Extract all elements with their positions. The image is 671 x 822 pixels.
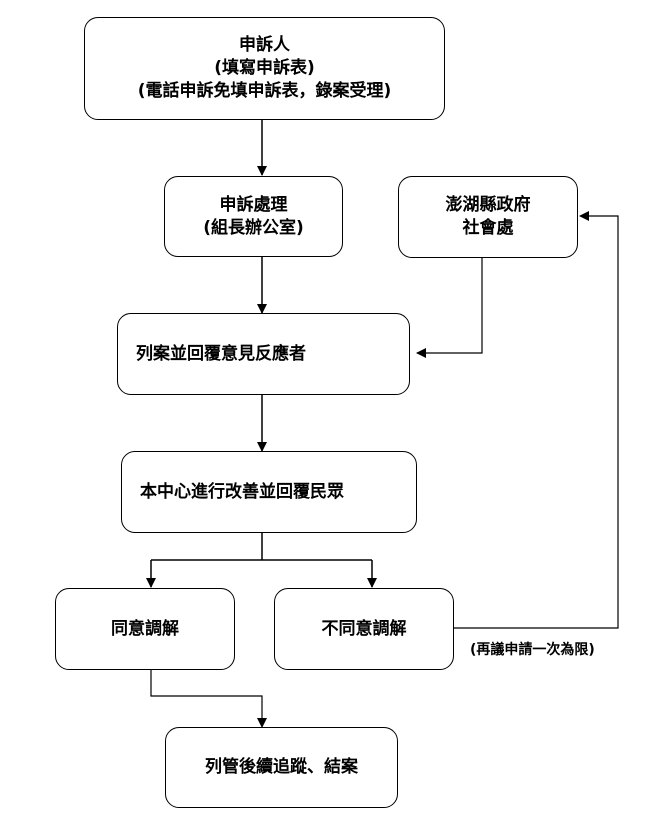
node-county-social-affairs: 澎湖縣政府 社會處 <box>398 176 578 258</box>
arrow-disagree-to-county <box>454 211 619 629</box>
node-disagree-mediation: 不同意調解 <box>274 588 454 670</box>
node-file-reply-label: 列案並回覆意見反應者 <box>136 343 306 364</box>
node-complainant-line2: (填寫申訴表) <box>214 58 315 79</box>
node-file-and-reply: 列案並回覆意見反應者 <box>117 313 410 395</box>
node-agree-mediation: 同意調解 <box>55 588 235 670</box>
node-complainant-line1: 申訴人 <box>239 35 290 56</box>
node-track-label: 列管後續追蹤、結案 <box>205 757 358 778</box>
node-processing: 申訴處理 (組長辦公室) <box>164 176 343 257</box>
node-improve-and-reply: 本中心進行改善並回覆民眾 <box>121 451 417 533</box>
node-improve-label: 本中心進行改善並回覆民眾 <box>140 481 344 502</box>
arrow-agree-to-track <box>150 670 267 728</box>
node-county-line2: 社會處 <box>462 218 514 238</box>
node-track-and-close: 列管後續追蹤、結案 <box>165 727 398 808</box>
node-agree-label: 同意調解 <box>111 618 179 639</box>
node-disagree-label: 不同意調解 <box>321 618 407 639</box>
node-complainant: 申訴人 (填寫申訴表) (電話申訴免填申訴表，錄案受理) <box>84 17 445 120</box>
node-processing-line1: 申訴處理 <box>219 194 288 215</box>
node-county-line1: 澎湖縣政府 <box>445 195 531 216</box>
node-complainant-line3: (電話申訴免填申訴表，錄案受理) <box>137 80 392 101</box>
reapply-note: (再議申請一次為限) <box>470 642 595 658</box>
node-processing-line2: (組長辦公室) <box>203 217 304 238</box>
arrow-county-to-file-reply <box>416 258 483 358</box>
